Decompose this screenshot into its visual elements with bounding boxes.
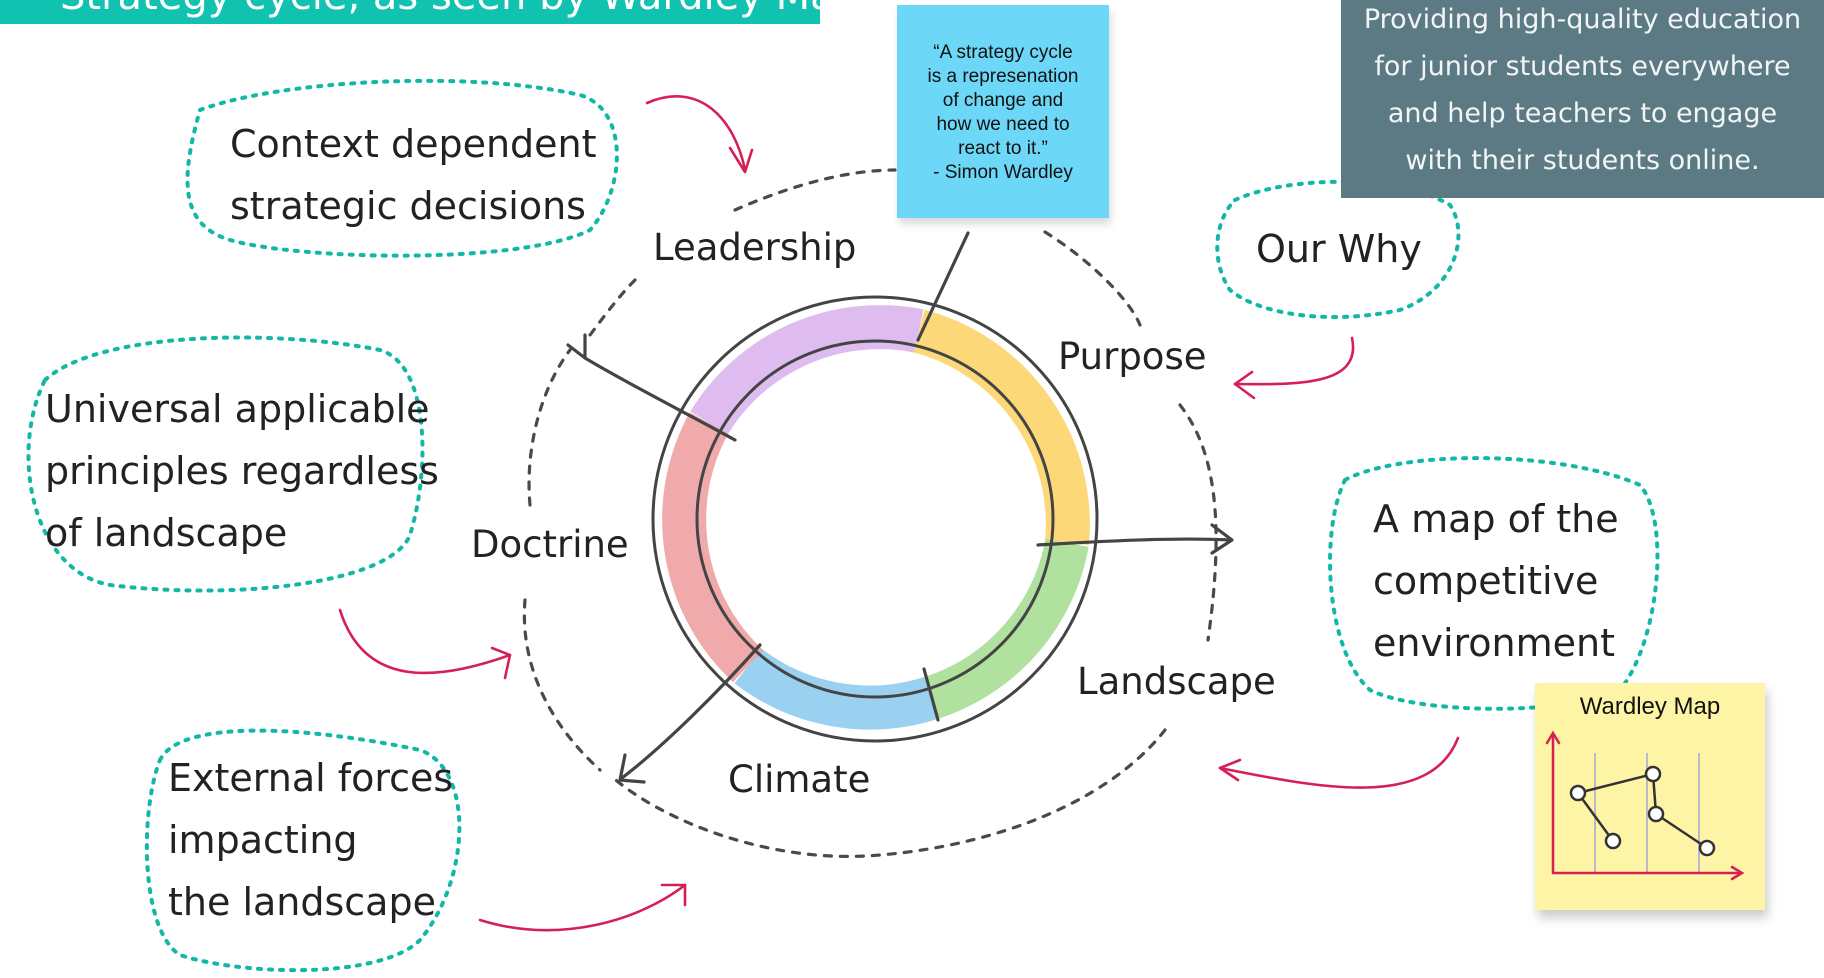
mission-line: Providing high-quality education bbox=[1363, 4, 1802, 35]
wardley-map-title: Wardley Map bbox=[1579, 693, 1721, 720]
map-node bbox=[1647, 805, 1665, 823]
quote-line: of change and bbox=[942, 90, 1064, 111]
bubble-universal bbox=[26, 335, 425, 593]
bubble-universal-text: Universal applicable principles regardle… bbox=[45, 378, 439, 564]
map-node bbox=[1698, 839, 1716, 857]
bubble-line: Context dependent bbox=[230, 122, 597, 166]
bubble-line: of landscape bbox=[45, 511, 288, 555]
label-landscape: Landscape bbox=[1077, 660, 1276, 703]
bubble-map-text: A map of the competitive environment bbox=[1373, 488, 1619, 674]
quote-line: “A strategy cycle bbox=[933, 42, 1073, 63]
quote-sticky-note: “A strategy cycle is a represenation of … bbox=[897, 5, 1109, 218]
label-climate: Climate bbox=[728, 758, 871, 801]
map-node bbox=[1644, 765, 1662, 783]
mission-line: and help teachers to engage bbox=[1387, 98, 1778, 129]
title-banner: Strategy cycle, as seen by Wardley Mappi… bbox=[0, 0, 820, 24]
cycle-spokes bbox=[566, 231, 1234, 784]
wardley-map-sketch bbox=[1545, 730, 1745, 881]
bubble-line: principles regardless bbox=[45, 449, 439, 493]
quote-line: how we need to bbox=[936, 114, 1070, 135]
label-doctrine: Doctrine bbox=[471, 523, 629, 566]
label-leadership: Leadership bbox=[653, 226, 857, 269]
quote-line: react to it.” bbox=[958, 138, 1048, 159]
bubble-context bbox=[185, 78, 619, 258]
ring-segment-blue bbox=[734, 648, 938, 730]
cycle-ring bbox=[662, 305, 1090, 730]
bubble-context-text: Context dependent strategic decisions bbox=[230, 113, 597, 237]
bubble-line: strategic decisions bbox=[230, 184, 586, 228]
bubble-line: environment bbox=[1373, 621, 1616, 665]
bubble-line: impacting bbox=[168, 818, 358, 862]
ring-segment-green bbox=[923, 538, 1089, 719]
bubble-why-text: Our Why bbox=[1256, 218, 1422, 280]
mission-line: for junior students everywhere bbox=[1374, 51, 1791, 82]
outer-cycle-dashed-path bbox=[522, 168, 1218, 858]
mission-statement-box: Providing high-quality education for jun… bbox=[1341, 0, 1824, 198]
quote-line: - Simon Wardley bbox=[933, 162, 1073, 183]
ring-segment-red bbox=[662, 412, 764, 683]
bubble-external-text: External forces impacting the landscape bbox=[168, 747, 453, 933]
map-node bbox=[1569, 784, 1587, 802]
bubble-line: Universal applicable bbox=[45, 387, 430, 431]
wardley-map-sticky-note: Wardley Map bbox=[1535, 683, 1765, 910]
mission-line: with their students online. bbox=[1405, 145, 1760, 176]
ring-segment-yellow bbox=[913, 309, 1090, 546]
map-node bbox=[1604, 832, 1622, 850]
label-purpose: Purpose bbox=[1058, 335, 1207, 378]
bubble-line: Our Why bbox=[1256, 227, 1422, 271]
bubble-line: the landscape bbox=[168, 880, 436, 924]
bubble-external bbox=[144, 728, 462, 973]
red-arrows bbox=[338, 95, 1460, 932]
quote-line: is a represenation bbox=[927, 66, 1079, 87]
ring-outlines bbox=[651, 295, 1099, 743]
ring-segment-purple bbox=[690, 305, 924, 435]
bubble-line: External forces bbox=[168, 756, 454, 800]
bubble-line: A map of the bbox=[1373, 497, 1619, 541]
bubble-line: competitive bbox=[1373, 559, 1599, 603]
